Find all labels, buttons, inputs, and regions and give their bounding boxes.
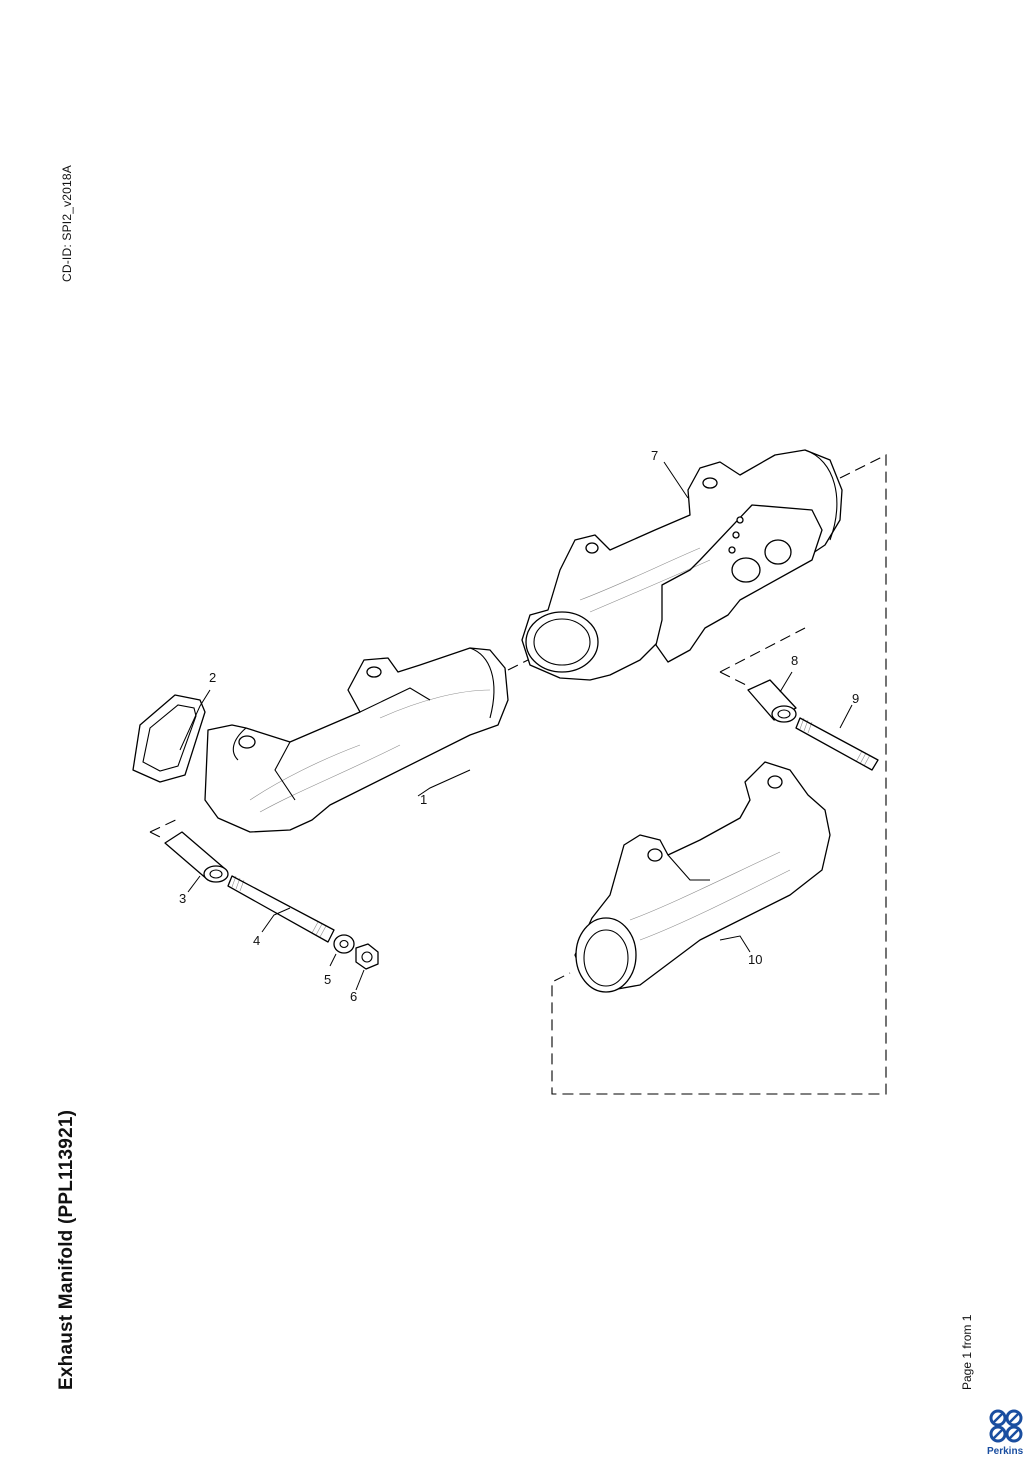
perkins-logo-icon (989, 1409, 1023, 1443)
callout-3: 3 (179, 891, 186, 906)
callout-10: 10 (748, 952, 762, 967)
callout-6: 6 (350, 989, 357, 1004)
callout-2: 2 (209, 670, 216, 685)
part-nut (355, 943, 379, 970)
part-sleeve-left (164, 831, 229, 883)
callout-1: 1 (420, 792, 427, 807)
part-manifold-end (204, 647, 509, 833)
callout-4: 4 (253, 933, 260, 948)
part-gasket (132, 694, 206, 783)
callout-7: 7 (651, 448, 658, 463)
part-manifold-center (521, 449, 843, 681)
callout-8: 8 (791, 653, 798, 668)
part-washer (333, 934, 355, 954)
callout-labels: 1 2 3 4 5 6 7 8 9 10 (179, 448, 859, 1004)
leader-lines (179, 461, 853, 991)
callout-5: 5 (324, 972, 331, 987)
part-stud-right (795, 717, 879, 771)
part-stud-left (227, 875, 335, 943)
part-manifold-front (574, 761, 831, 993)
part-sleeve-right (747, 679, 797, 723)
perkins-wordmark: Perkins (987, 1446, 1024, 1457)
callout-9: 9 (852, 691, 859, 706)
